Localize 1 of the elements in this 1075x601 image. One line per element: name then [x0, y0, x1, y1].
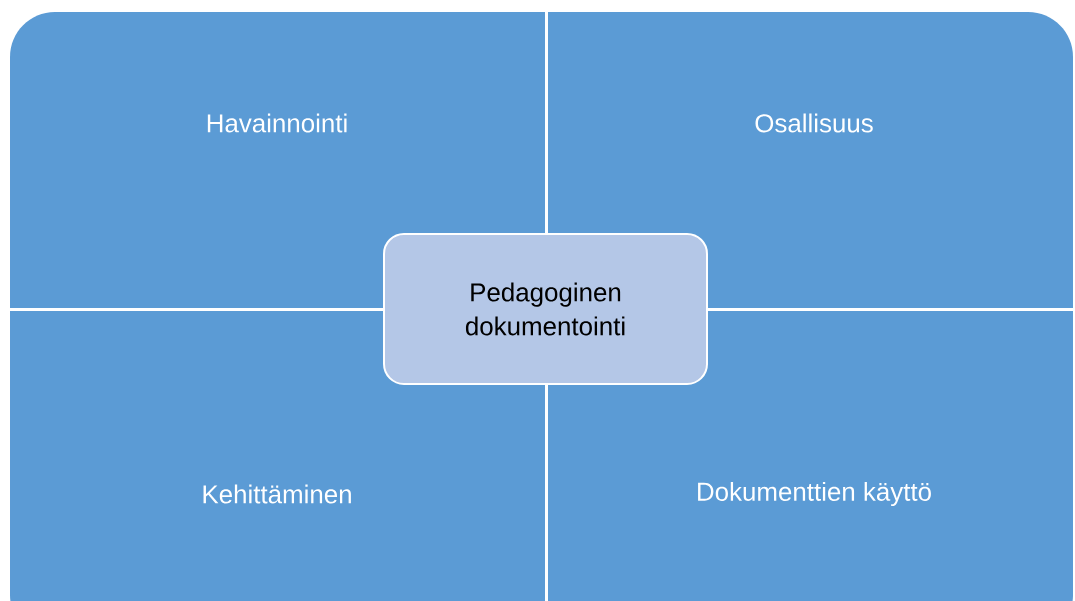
center-box: Pedagoginen dokumentointi	[383, 233, 708, 385]
